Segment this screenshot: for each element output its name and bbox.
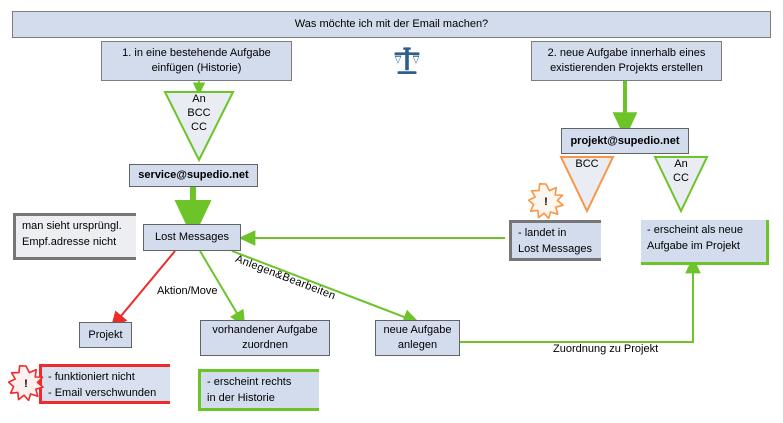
note-ursprungl-empfadresse: man sieht ursprüngl. Empf.adresse nicht — [13, 213, 136, 260]
edge-label-zuordnung-zu-projekt: Zuordnung zu Projekt — [553, 343, 659, 355]
warning-burst-orange: ! — [528, 183, 564, 219]
page-title: Was möchte ich mit der Email machen? — [294, 18, 489, 31]
funnel-right-an-cc — [653, 156, 709, 213]
projekt-label: Projekt — [88, 328, 123, 341]
funnel-right-bcc — [559, 156, 615, 213]
neue-aufgabe-box[interactable]: neue Aufgabe anlegen — [375, 320, 460, 356]
branch-option-2-box[interactable]: 2. neue Aufgabe innerhalb eines existier… — [531, 41, 722, 81]
branch-option-1-box[interactable]: 1. in eine bestehende Aufgabe einfügen (… — [101, 41, 292, 81]
edge-label-aktion-move: Aktion/Move — [157, 285, 218, 297]
scales-balance-icon — [394, 47, 420, 74]
svg-text:!: ! — [24, 378, 28, 390]
projekt-box[interactable]: Projekt — [79, 322, 132, 348]
lost-messages-label: Lost Messages — [155, 231, 229, 244]
service-mail-box[interactable]: service@supedio.net — [129, 164, 258, 187]
lost-messages-box[interactable]: Lost Messages — [143, 224, 241, 251]
vorhandener-aufgabe-label: vorhandener Aufgabe zuordnen — [212, 324, 318, 351]
branch-option-1-label: 1. in eine bestehende Aufgabe einfügen (… — [122, 47, 271, 74]
projekt-mail-box[interactable]: projekt@supedio.net — [561, 128, 689, 154]
note-funktioniert-nicht: - funktioniert nicht - Email verschwunde… — [39, 364, 170, 404]
projekt-mail-label: projekt@supedio.net — [570, 134, 680, 147]
branch-option-2-label: 2. neue Aufgabe innerhalb eines existier… — [547, 47, 706, 74]
edge-neueaufgabe-to-projektnote — [460, 256, 701, 343]
note-landet-in-lost-messages: - landet in Lost Messages — [509, 220, 601, 261]
vorhandener-aufgabe-box[interactable]: vorhandener Aufgabe zuordnen — [200, 320, 330, 356]
note-erscheint-als-neue-aufgabe: - erscheint als neue Aufgabe im Projekt — [641, 220, 769, 265]
page-title-box: Was möchte ich mit der Email machen? — [12, 11, 771, 38]
funnel-left-an-bcc-cc — [163, 91, 235, 162]
service-mail-label: service@supedio.net — [138, 169, 249, 182]
warning-burst-red: ! — [8, 365, 44, 401]
neue-aufgabe-label: neue Aufgabe anlegen — [383, 324, 452, 351]
note-erscheint-rechts: - erscheint rechts in der Historie — [198, 369, 319, 411]
edge-label-anlegen-bearbeiten: Anlegen&Bearbeiten — [233, 253, 338, 303]
svg-text:!: ! — [544, 196, 548, 208]
